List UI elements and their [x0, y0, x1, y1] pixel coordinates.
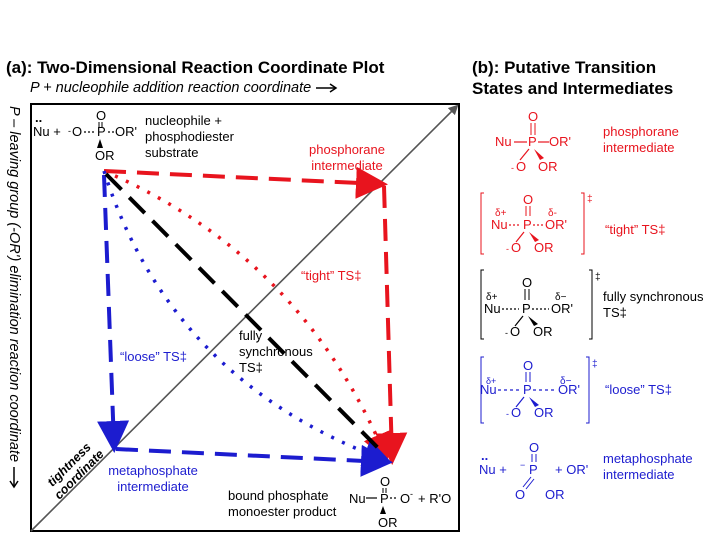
svg-text:O: O: [510, 324, 520, 339]
svg-text:Nu: Nu: [495, 134, 512, 149]
svg-text:Nu: Nu: [480, 382, 497, 397]
y-axis-label: P – leaving group (-OR') elimination rea…: [6, 106, 22, 490]
svg-text:O: O: [523, 358, 533, 373]
svg-text:O: O: [516, 159, 526, 174]
entry-phosphorane-label: phosphorane intermediate: [603, 124, 679, 155]
svg-text:O: O: [523, 192, 533, 207]
loose-ts-label: “loose” TS‡: [120, 349, 187, 364]
svg-text:Nu: Nu: [349, 491, 366, 506]
svg-text:OR: OR: [534, 240, 554, 255]
svg-text:P: P: [97, 124, 106, 139]
svg-text:δ+: δ+: [486, 292, 498, 303]
svg-text:-: -: [506, 244, 509, 254]
svg-text:O: O: [380, 474, 390, 489]
svg-text:..: ..: [481, 448, 488, 463]
loose-ts-structure: ‡ O δ+ δ− Nu P OR' - O OR: [480, 356, 598, 424]
svg-text:O: O: [529, 440, 539, 455]
svg-text:δ-: δ-: [548, 208, 557, 219]
plot-frame: [30, 103, 460, 532]
svg-text:-: -: [511, 163, 514, 173]
svg-text:OR: OR: [533, 324, 553, 339]
svg-text:-: -: [505, 328, 508, 338]
blue-path-left: [97, 174, 130, 453]
svg-text:P: P: [380, 491, 389, 506]
svg-text:Nu +: Nu +: [33, 124, 61, 139]
panel-a-title: (a): Two-Dimensional Reaction Coordinate…: [6, 58, 385, 77]
svg-text:+ R'O: + R'O: [418, 491, 451, 506]
down-arrow-icon: [9, 467, 19, 489]
svg-text:δ−: δ−: [555, 292, 567, 303]
svg-text:+ OR': + OR': [555, 462, 588, 477]
svg-text:‡: ‡: [587, 194, 593, 205]
svg-text:δ+: δ+: [495, 208, 507, 219]
svg-text:OR': OR': [545, 217, 567, 232]
svg-text:P: P: [523, 382, 532, 397]
svg-text:O: O: [515, 487, 525, 502]
svg-text:OR': OR': [115, 124, 137, 139]
entry-sync-ts-label: fully synchronous TS‡: [603, 289, 704, 320]
svg-text:OR: OR: [95, 148, 115, 163]
red-path-right: [375, 185, 408, 465]
svg-text:OR': OR': [549, 134, 571, 149]
svg-text:OR: OR: [378, 515, 398, 530]
red-path-top: [103, 166, 388, 199]
svg-text:OR': OR': [551, 301, 573, 316]
svg-text:P: P: [523, 217, 532, 232]
svg-text:Nu: Nu: [491, 217, 508, 232]
svg-text:P: P: [522, 301, 531, 316]
svg-text:δ−: δ−: [560, 376, 572, 387]
svg-text:O: O: [72, 124, 82, 139]
svg-text:-: -: [68, 126, 71, 136]
entry-tight-ts-label: “tight” TS‡: [605, 222, 666, 237]
svg-text:δ+: δ+: [486, 376, 496, 386]
sync-ts-label: fully synchronous TS‡: [239, 328, 313, 375]
tight-ts-label: “tight” TS‡: [301, 268, 362, 283]
svg-text:-: -: [506, 409, 509, 419]
sync-ts-structure: ‡ O δ+ δ− Nu P OR' - O OR: [480, 269, 601, 340]
svg-text:O: O: [522, 275, 532, 290]
svg-text:Nu: Nu: [484, 301, 501, 316]
panel-b-title: (b): Putative Transition States and Inte…: [472, 58, 674, 98]
tight-ts-structure: ‡ O δ+ δ- Nu P OR' - O OR: [480, 192, 593, 255]
svg-text:-: -: [410, 489, 413, 499]
right-arrow-icon: [316, 83, 338, 93]
x-axis-label: P + nucleophile addition reaction coordi…: [30, 80, 339, 96]
metaphosphate-structure: .. Nu + O − P O OR + OR': [479, 440, 588, 502]
entry-metaphosphate-label: metaphosphate intermediate: [603, 451, 693, 482]
phosphorane-structure: O Nu P OR' - O OR: [495, 109, 571, 174]
svg-text:Nu +: Nu +: [479, 462, 507, 477]
entry-loose-ts-label: “loose” TS‡: [605, 382, 672, 397]
svg-text:O: O: [511, 405, 521, 420]
svg-text:OR': OR': [558, 382, 580, 397]
loose-ts-path: [102, 170, 392, 466]
metaphosphate-label: metaphosphate intermediate: [108, 463, 198, 494]
svg-text:‡: ‡: [595, 272, 601, 283]
svg-text:P: P: [529, 462, 538, 477]
svg-text:−: −: [520, 460, 525, 470]
svg-text:..: ..: [35, 110, 42, 125]
svg-text:OR: OR: [545, 487, 565, 502]
phosphorane-label: phosphorane intermediate: [309, 142, 385, 173]
svg-text:O: O: [96, 108, 106, 123]
svg-text:O: O: [400, 491, 410, 506]
svg-text:P: P: [528, 134, 537, 149]
product-structure: Nu O P O - + R'O OR: [349, 474, 451, 530]
svg-text:O: O: [511, 240, 521, 255]
start-label: nucleophile + phosphodiester substrate: [145, 113, 234, 160]
blue-path-bottom: [115, 444, 393, 477]
svg-text:OR: OR: [534, 405, 554, 420]
product-label: bound phosphate monoester product: [228, 488, 337, 519]
start-structure: .. Nu + - O O P OR' OR: [33, 108, 137, 163]
svg-text:‡: ‡: [592, 359, 598, 370]
svg-text:OR: OR: [538, 159, 558, 174]
svg-text:O: O: [528, 109, 538, 124]
